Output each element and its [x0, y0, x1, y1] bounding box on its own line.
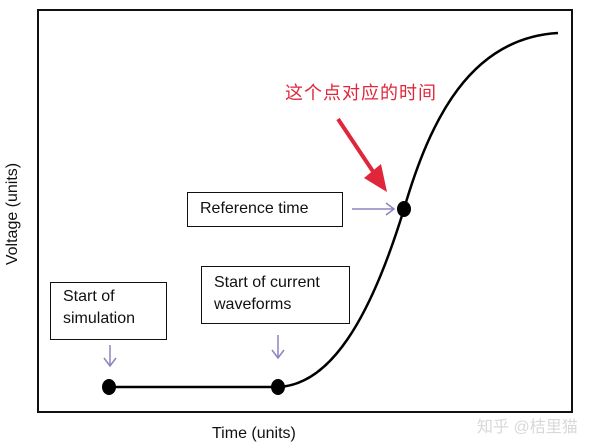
plot-frame: [37, 9, 573, 413]
watermark: 知乎 @桔里猫: [477, 419, 578, 436]
label-reference-time: Reference time: [187, 192, 343, 227]
x-axis-label: Time (units): [212, 425, 296, 442]
red-arrow-icon: [336, 117, 387, 192]
point-start-waveforms: [271, 379, 285, 395]
point-start-simulation: [102, 379, 116, 395]
point-reference-time: [397, 201, 411, 217]
label-line: Start of: [63, 288, 115, 305]
label-start-simulation: Start of simulation: [50, 282, 167, 340]
label-line: simulation: [63, 310, 136, 327]
label-start-waveforms: Start of current waveforms: [201, 266, 350, 324]
label-line: waveforms: [214, 296, 292, 313]
label-line: Reference time: [200, 200, 309, 217]
label-line: Start of current: [214, 274, 320, 291]
annotation-text: 这个点对应的时间: [285, 83, 437, 103]
pointer-arrows: [103, 202, 396, 368]
y-axis-label: Voltage (units): [4, 162, 21, 266]
